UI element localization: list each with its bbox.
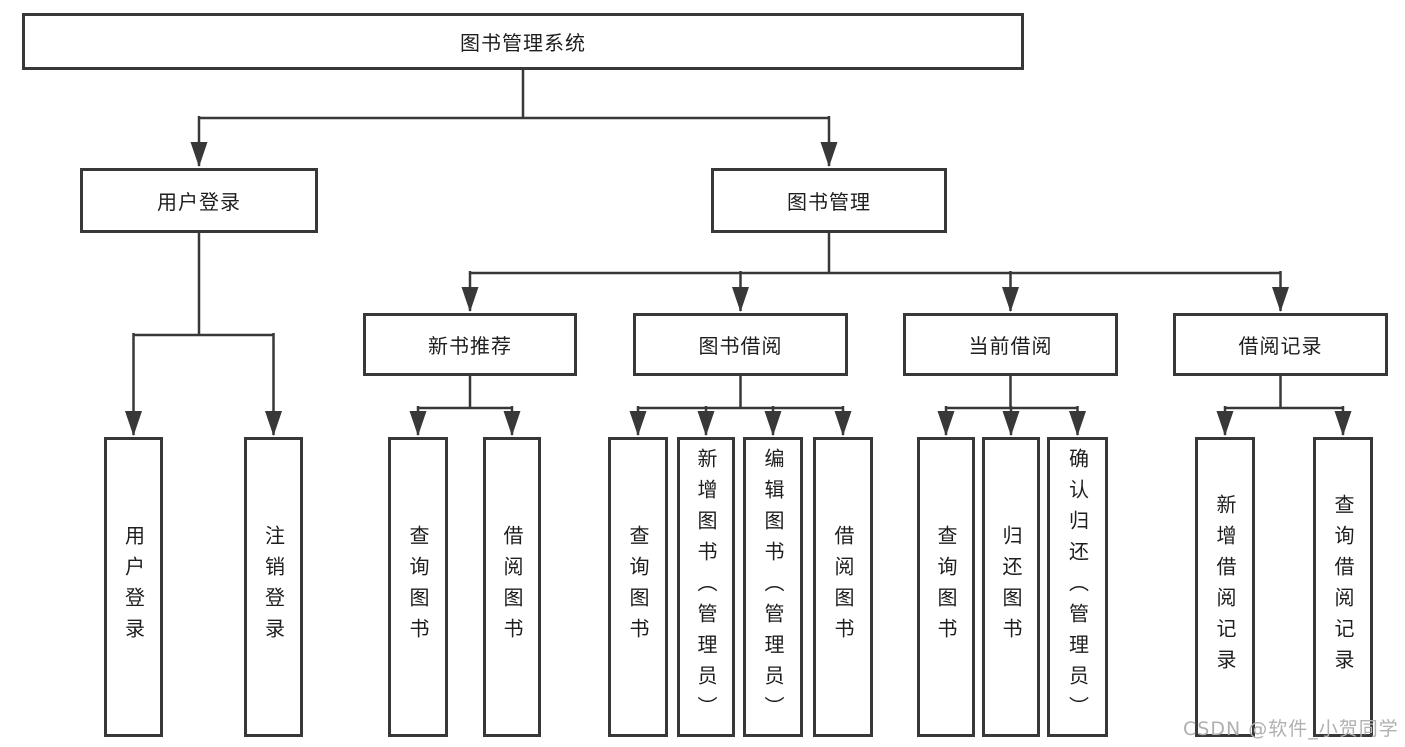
leaf-logout-label: 注销登录 (261, 525, 286, 649)
leaf-add-record-label: 新增借阅记录 (1213, 494, 1237, 680)
csdn-watermark: CSDN @软件_小贺同学 (1183, 718, 1399, 740)
node-borrow-record: 借阅记录 (1173, 313, 1388, 376)
node-new-book-label: 新书推荐 (428, 334, 512, 358)
node-user-login-label: 用户登录 (157, 190, 241, 214)
leaf-newbook-query: 查询图书 (388, 437, 448, 737)
node-root-label: 图书管理系统 (460, 31, 586, 55)
leaf-borrow-edit-admin-label: 编辑图书（管理员） (761, 447, 785, 727)
leaf-current-query-label: 查询图书 (934, 525, 958, 649)
node-borrow-record-label: 借阅记录 (1238, 334, 1323, 358)
node-user-login: 用户登录 (80, 168, 318, 233)
leaf-logout: 注销登录 (244, 437, 303, 737)
node-current-borrow: 当前借阅 (903, 313, 1118, 376)
leaf-add-record: 新增借阅记录 (1195, 437, 1255, 737)
leaf-borrow-query-label: 查询图书 (626, 525, 650, 649)
node-book-mgmt: 图书管理 (711, 168, 947, 233)
node-current-borrow-label: 当前借阅 (968, 334, 1053, 358)
leaf-newbook-query-label: 查询图书 (406, 525, 430, 649)
leaf-borrow-edit-admin: 编辑图书（管理员） (743, 437, 803, 737)
leaf-borrow-book: 借阅图书 (813, 437, 873, 737)
leaf-query-record-label: 查询借阅记录 (1331, 494, 1355, 680)
leaf-borrow-book-label: 借阅图书 (831, 525, 855, 649)
leaf-query-record: 查询借阅记录 (1313, 437, 1373, 737)
leaf-user-login-label: 用户登录 (121, 525, 146, 649)
leaf-confirm-return-admin-label: 确认归还（管理员） (1065, 447, 1090, 727)
leaf-borrow-add-admin: 新增图书（管理员） (677, 437, 735, 737)
leaf-return-book: 归还图书 (982, 437, 1040, 737)
leaf-confirm-return-admin: 确认归还（管理员） (1047, 437, 1108, 737)
leaf-newbook-borrow: 借阅图书 (483, 437, 541, 737)
node-book-mgmt-label: 图书管理 (787, 190, 871, 214)
node-new-book: 新书推荐 (363, 313, 577, 376)
node-root: 图书管理系统 (22, 13, 1024, 70)
leaf-borrow-query: 查询图书 (608, 437, 668, 737)
leaf-user-login: 用户登录 (104, 437, 163, 737)
node-book-borrow-label: 图书借阅 (698, 334, 783, 358)
node-book-borrow: 图书借阅 (633, 313, 848, 376)
leaf-return-book-label: 归还图书 (999, 525, 1023, 649)
leaf-current-query: 查询图书 (917, 437, 975, 737)
leaf-newbook-borrow-label: 借阅图书 (500, 525, 524, 649)
leaf-borrow-add-admin-label: 新增图书（管理员） (694, 447, 718, 727)
